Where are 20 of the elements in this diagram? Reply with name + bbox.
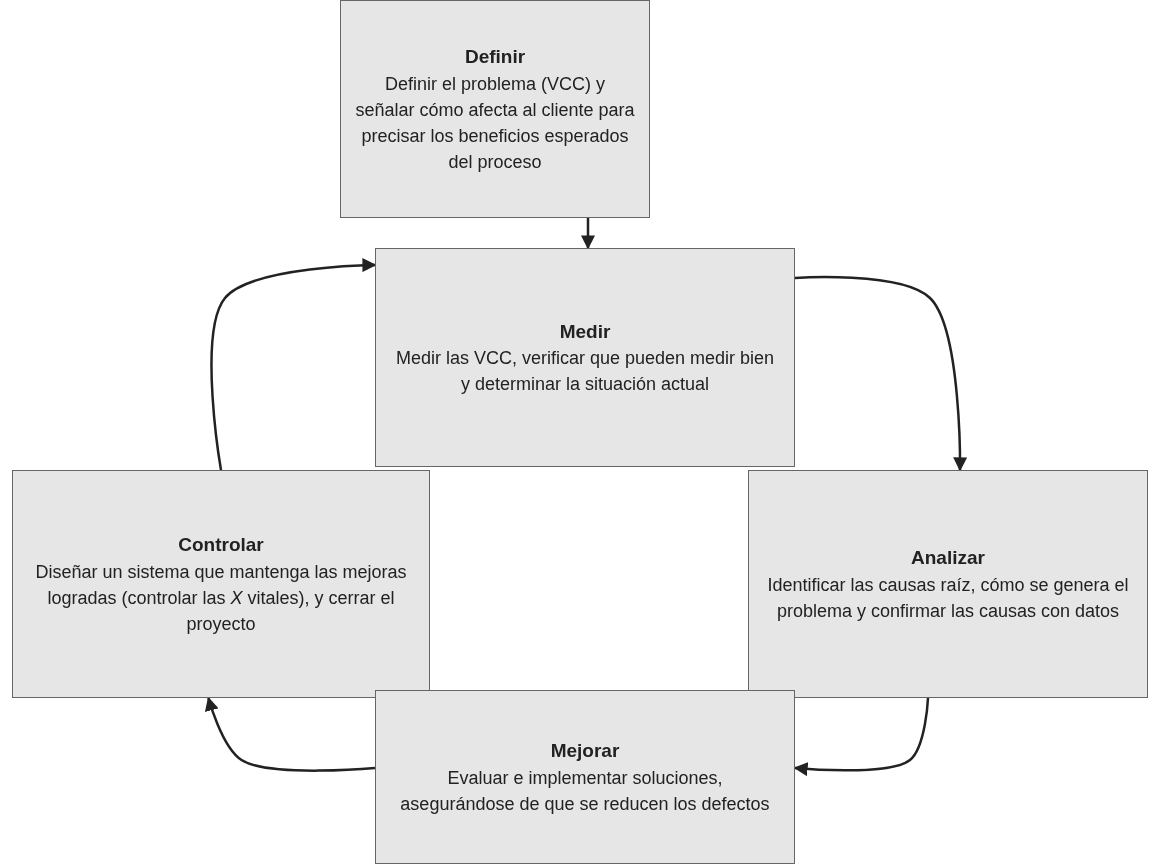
step-title: Medir	[559, 319, 611, 344]
arrow	[205, 696, 376, 772]
step-title: Mejorar	[550, 739, 620, 764]
step-description: Definir el problema (VCC) y señalar cómo afecta al cliente para precisar los beneficios esperados del proceso	[355, 72, 635, 174]
step-description: Medir las VCC, verificar que pueden medir bien y determinar la situación actual	[394, 347, 776, 397]
step-title: Controlar	[178, 533, 264, 558]
arrow	[581, 218, 595, 250]
process-box	[12, 470, 430, 698]
arrow	[210, 258, 377, 471]
process-box	[748, 470, 1148, 698]
process-box	[375, 248, 795, 467]
process-box	[340, 0, 650, 218]
step-description: Evaluar e implementar soluciones, asegurándose de que se reducen los defectos	[399, 766, 771, 816]
step-title: Definir	[464, 45, 526, 70]
step-description: Identificar las causas raíz, cómo se genera el problema y confirmar las causas con datos	[766, 573, 1130, 623]
arrow	[793, 697, 930, 777]
arrow	[794, 275, 968, 472]
step-description: Diseñar un sistema que mantenga las mejoras logradas (controlar las X vitales), y cerrar el proyecto	[34, 560, 408, 636]
step-title: Analizar	[911, 546, 985, 571]
process-box	[375, 690, 795, 864]
